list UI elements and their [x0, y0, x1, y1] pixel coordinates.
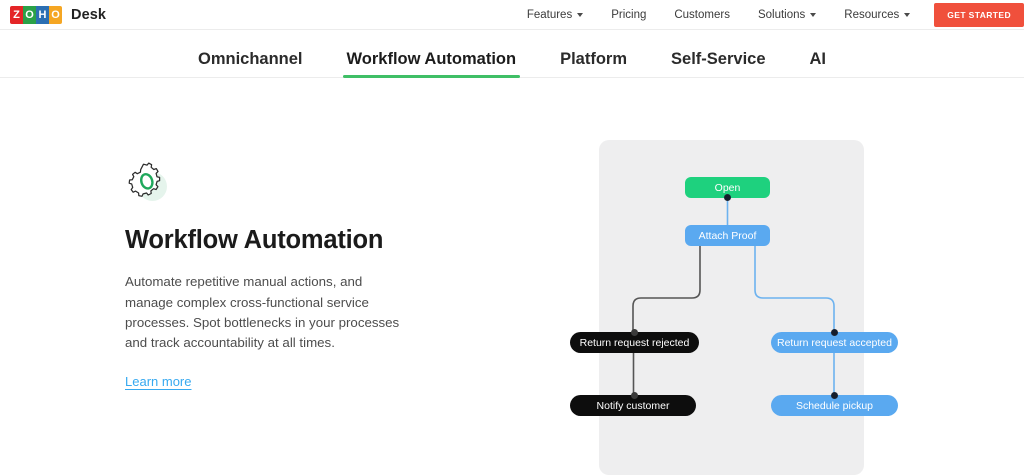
tab-ai[interactable]: AI	[809, 49, 827, 68]
chevron-down-icon	[577, 12, 584, 17]
zoho-logo-icon: Z O H O	[10, 5, 62, 24]
node-open[interactable]: Open	[685, 177, 770, 198]
feature-copy-block: Workflow Automation Automate repetitive …	[125, 160, 425, 391]
tab-list: Omnichannel Workflow Automation Platform…	[176, 31, 848, 78]
nav-label-solutions: Solutions	[757, 8, 806, 21]
primary-navigation: Features Pricing Customers Solutions Res…	[513, 0, 1024, 30]
tab-omnichannel[interactable]: Omnichannel	[197, 49, 303, 68]
gear-icon	[125, 160, 169, 204]
nav-item-pricing[interactable]: Pricing	[597, 0, 660, 30]
gear-icon-glyph	[128, 162, 161, 197]
chevron-down-icon	[810, 12, 817, 17]
tab-workflow-automation[interactable]: Workflow Automation	[325, 50, 539, 79]
brand-name: Desk	[71, 6, 107, 23]
nav-item-customers[interactable]: Customers	[660, 0, 744, 30]
nav-item-resources[interactable]: Resources	[830, 0, 924, 30]
logo-tile-o1: O	[23, 5, 36, 24]
nav-label-resources: Resources	[844, 8, 900, 21]
get-started-button[interactable]: GET STARTED	[934, 2, 1024, 27]
tab-platform[interactable]: Platform	[560, 49, 628, 68]
section-tabbar: Omnichannel Workflow Automation Platform…	[0, 31, 1024, 78]
chevron-down-icon	[904, 12, 911, 17]
node-notify-customer[interactable]: Notify customer	[570, 395, 696, 416]
site-header: Z O H O Desk Features Pricing Customers …	[0, 0, 1024, 30]
brand[interactable]: Z O H O Desk	[10, 5, 107, 24]
node-schedule-pickup[interactable]: Schedule pickup	[771, 395, 898, 416]
logo-tile-h: H	[36, 5, 49, 24]
nav-item-solutions[interactable]: Solutions	[744, 0, 830, 30]
node-return-request-rejected[interactable]: Return request rejected	[570, 332, 699, 353]
nav-label-customers: Customers	[674, 8, 730, 21]
nav-item-features[interactable]: Features	[513, 0, 597, 30]
logo-tile-o2: O	[49, 5, 62, 24]
node-return-request-accepted[interactable]: Return request accepted	[771, 332, 898, 353]
learn-more-link[interactable]: Learn more	[125, 373, 192, 389]
tab-self-service[interactable]: Self-Service	[671, 49, 766, 68]
feature-description: Automate repetitive manual actions, and …	[125, 274, 400, 351]
nav-label-features: Features	[526, 8, 573, 21]
page-title: Workflow Automation	[125, 226, 384, 254]
logo-tile-z: Z	[10, 5, 23, 24]
node-attach-proof[interactable]: Attach Proof	[685, 225, 770, 246]
nav-label-pricing: Pricing	[611, 8, 647, 21]
